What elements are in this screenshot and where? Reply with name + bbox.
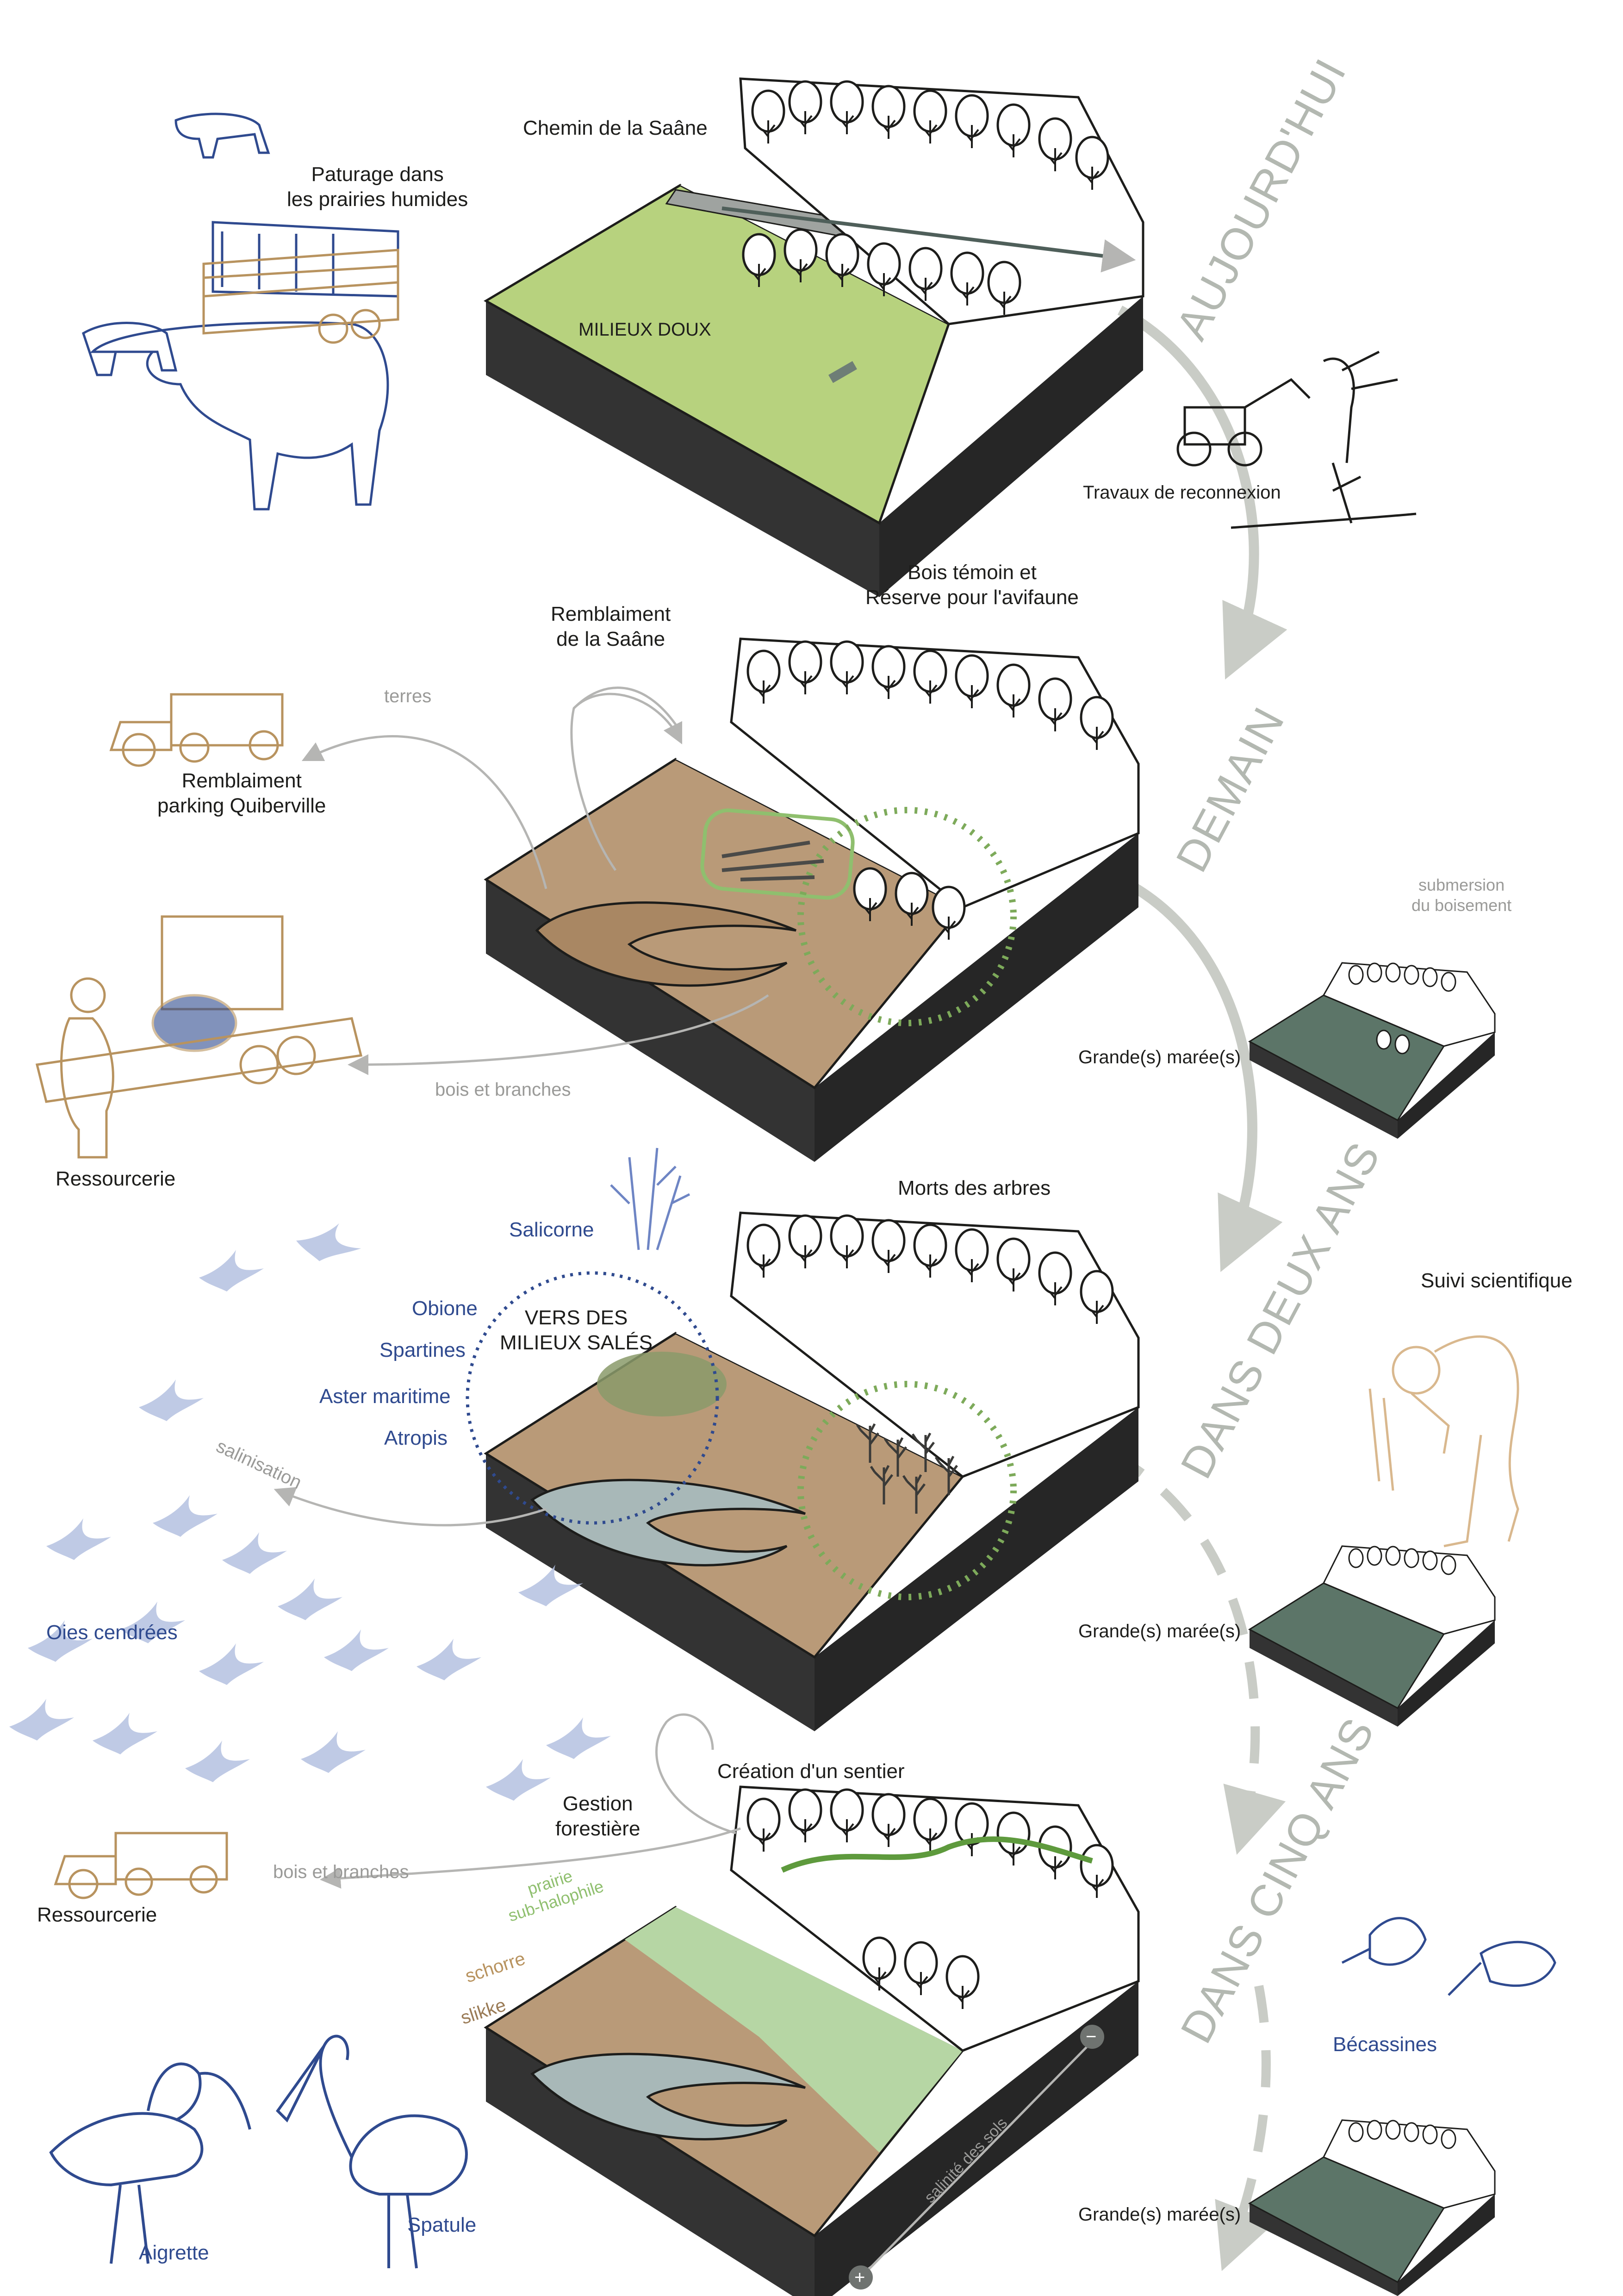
label-bois-temoin: Bois témoin et Réserve pour l'avifaune: [865, 561, 1079, 609]
label-aster: Aster maritime: [319, 1385, 451, 1408]
label-ressourcerie-1: Ressourcerie: [56, 1167, 176, 1190]
label-aigrette: Aigrette: [139, 2241, 209, 2264]
label-becassines: Bécassines: [1333, 2033, 1437, 2056]
cow-trailer: [202, 249, 399, 344]
mini-block-two-years: [1248, 1545, 1496, 1727]
truck-ressourcerie-illustration: [54, 1832, 228, 1899]
label-spatule: Spatule: [407, 2214, 477, 2236]
truck-parking-illustration: [109, 693, 284, 767]
label-spartines: Spartines: [379, 1339, 466, 1361]
label-bois-branches-1: bois et branches: [435, 1079, 571, 1100]
block-two-years: [274, 1211, 1140, 1731]
timeline-arrow: [1108, 306, 1287, 2271]
label-paturage: Paturage dans les prairies humides: [287, 163, 468, 211]
label-grande-maree-1: Grande(s) marée(s): [1078, 1047, 1241, 1067]
block-tomorrow: [301, 637, 1140, 1162]
label-terres: terres: [384, 686, 432, 706]
label-milieux-doux: MILIEUX DOUX: [578, 319, 711, 340]
excavator-illustration: [1176, 350, 1417, 529]
block-five-years: [320, 1713, 1140, 2296]
salinity-plus-sign: +: [854, 2267, 865, 2288]
label-gestion-forestiere: Gestion forestière: [555, 1792, 640, 1840]
salinity-plus-marker: [849, 2265, 873, 2290]
salinity-minus-sign: −: [1086, 2027, 1097, 2047]
label-creation-sentier: Création d'un sentier: [717, 1760, 905, 1783]
label-grande-maree-3: Grande(s) marée(s): [1078, 2204, 1241, 2225]
label-salicorne: Salicorne: [509, 1218, 594, 1241]
scientist-illustration: [1368, 1335, 1519, 1547]
label-bois-branches-2: bois et branches: [273, 1862, 409, 1882]
label-oies-cendrees: Oies cendrées: [46, 1621, 178, 1644]
label-ressourcerie-2: Ressourcerie: [37, 1903, 157, 1926]
avocet-illustration: [49, 2062, 251, 2264]
block-today: [484, 77, 1144, 597]
label-vers-milieux-sales: VERS DES MILIEUX SALÉS: [500, 1306, 653, 1354]
sawmill-illustration: [35, 915, 363, 1159]
label-remblaiement-parking: Remblaiment parking Quiberville: [157, 769, 326, 817]
label-obione: Obione: [412, 1297, 478, 1320]
label-morts-arbres: Morts des arbres: [898, 1177, 1051, 1199]
becassines-illustration: [1341, 1917, 1556, 1996]
mini-block-five-years: [1248, 2119, 1496, 2296]
spoonbill-illustration: [276, 2034, 468, 2269]
label-suivi-scientifique: Suivi scientifique: [1421, 1269, 1573, 1292]
label-grande-maree-2: Grande(s) marée(s): [1078, 1621, 1241, 1641]
label-atropis: Atropis: [384, 1427, 448, 1449]
salicorne-illustration: [610, 1148, 690, 1250]
label-travaux: Travaux de reconnexion: [1083, 482, 1281, 503]
label-submersion: submersion du boisement: [1412, 875, 1512, 915]
label-chemin-saane: Chemin de la Saâne: [523, 117, 708, 139]
label-remblaiement-saane: Remblaiment de la Saâne: [551, 603, 671, 650]
mini-block-tomorrow: [1248, 962, 1496, 1139]
salinity-minus-marker: [1080, 2025, 1104, 2049]
